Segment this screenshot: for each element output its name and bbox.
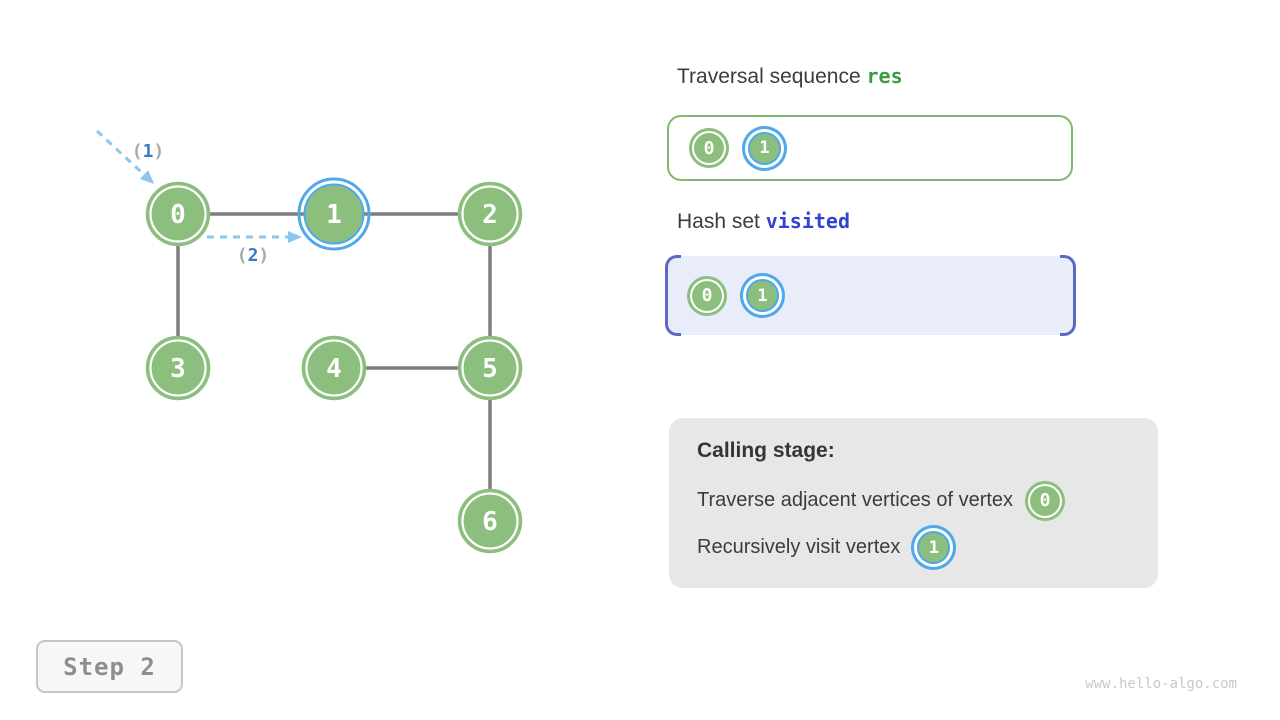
node-label-5: 5 (482, 354, 498, 384)
graph-node-1: 1 (297, 177, 371, 251)
calling-stage-title: Calling stage: (697, 439, 835, 462)
res-code-label: res (866, 64, 903, 88)
graph-node-6: 6 (457, 488, 523, 554)
node-label-4: 4 (326, 354, 342, 384)
graph-svg: (1) (2) 0 1 2 3 4 5 6 (95, 129, 523, 554)
node-badge-0: 0 (687, 275, 727, 316)
node-label-3: 3 (170, 354, 186, 384)
traversal-sequence-title: Traversal sequence (677, 65, 861, 88)
graph-node-4: 4 (301, 335, 367, 401)
calling-stage-line-2: Recursively visit vertex 1 (697, 524, 1130, 571)
graph-node-3: 3 (145, 335, 211, 401)
calling-stage-line-1: Traverse adjacent vertices of vertex 0 (697, 477, 1130, 524)
node-badge-0: 0 (1025, 480, 1066, 521)
graph-node-2: 2 (457, 181, 523, 247)
node-badge-1: 1 (748, 131, 781, 165)
step-badge: Step 2 (36, 640, 183, 693)
graph-node-0: 0 (145, 181, 211, 247)
set-bracket-left-icon (665, 255, 681, 336)
hash-set-heading: Hash set visited (677, 209, 850, 234)
visited-code-label: visited (765, 209, 851, 233)
watermark: www.hello-algo.com (1085, 676, 1237, 692)
arrow-step-label-1: (1) (132, 141, 165, 162)
node-badge-0: 0 (689, 128, 729, 168)
traversal-sequence-heading: Traversal sequence res (677, 64, 903, 89)
node-badge-1: 1 (746, 279, 779, 312)
calling-stage-box: Calling stage: Traverse adjacent vertice… (669, 418, 1158, 588)
node-label-2: 2 (482, 200, 498, 230)
calling-stage-line-text: Recursively visit vertex (697, 536, 901, 558)
node-label-1: 1 (326, 200, 342, 230)
node-label-0: 0 (170, 200, 186, 230)
set-bracket-right-icon (1060, 255, 1076, 336)
arrow-step-label-2: (2) (237, 245, 270, 266)
hash-set-title: Hash set (677, 210, 760, 233)
node-label-6: 6 (482, 507, 498, 537)
graph-node-5: 5 (457, 335, 523, 401)
calling-stage-line-text: Traverse adjacent vertices of vertex (697, 489, 1014, 511)
node-badge-1: 1 (917, 531, 951, 564)
